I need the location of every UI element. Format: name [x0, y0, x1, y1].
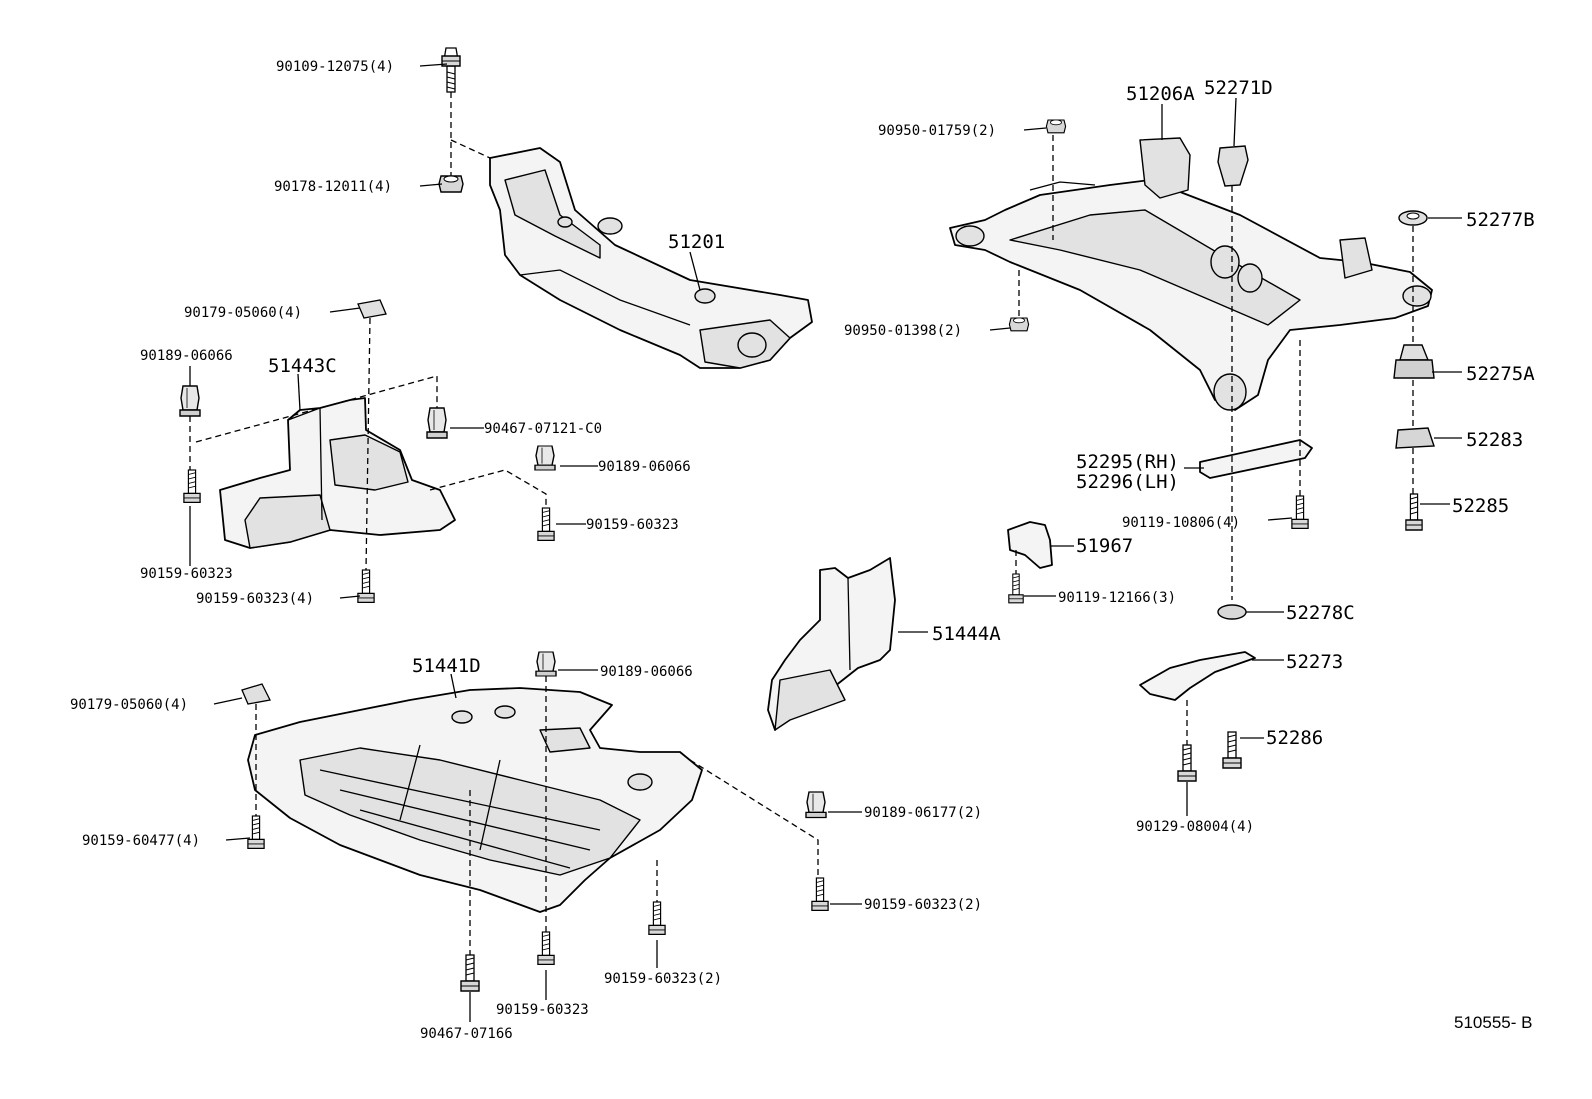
label-90950-01398: 90950-01398(2): [844, 323, 962, 339]
label-90189-06177: 90189-06177(2): [864, 805, 982, 821]
label-90129-08004: 90129-08004(4): [1136, 819, 1254, 835]
cap-90950-01759: [1045, 119, 1067, 134]
label-52278C: 52278C: [1286, 602, 1355, 624]
clip-90189-06066-bot: [535, 651, 557, 677]
label-90189-06066-bot: 90189-06066: [600, 664, 693, 680]
label-90159-60323-mid: 90159-60323: [586, 517, 679, 533]
label-90467-07166: 90467-07166: [420, 1026, 513, 1042]
label-51443C: 51443C: [268, 355, 337, 377]
label-52273: 52273: [1286, 651, 1343, 673]
leader-lines: [189, 63, 1462, 1022]
bolt-90159-60323-2b: [648, 901, 666, 936]
bolt-90159-60323-4: [357, 569, 375, 604]
label-52283: 52283: [1466, 429, 1523, 451]
label-90159-60323-4: 90159-60323(4): [196, 591, 314, 607]
label-90109-12075: 90109-12075(4): [276, 59, 394, 75]
label-90159-60477: 90159-60477(4): [82, 833, 200, 849]
label-90159-60323-2r: 90159-60323(2): [864, 897, 982, 913]
label-52277B: 52277B: [1466, 209, 1535, 231]
bolt-90159-60323-mid: [537, 507, 555, 542]
label-51441D: 51441D: [412, 655, 481, 677]
label-52295: 52295(RH): [1076, 451, 1179, 473]
label-52275A: 52275A: [1466, 363, 1535, 385]
bolt-90159-60323-left: [183, 469, 201, 504]
shield-51443C: [219, 397, 456, 549]
label-52271D: 52271D: [1204, 77, 1273, 99]
label-90159-60323-left: 90159-60323: [140, 566, 233, 582]
stopper-52271D: [1217, 145, 1249, 187]
label-51206A: 51206A: [1126, 83, 1195, 105]
clip-90189-06066-mid: [534, 445, 556, 471]
label-90178-12011: 90178-12011(4): [274, 179, 392, 195]
diagram-reference-code: 510555- B: [1454, 1013, 1532, 1032]
washer-52278C: [1217, 604, 1247, 620]
label-90179-05060-bot: 90179-05060(4): [70, 697, 188, 713]
label-90950-01759: 90950-01759(2): [878, 123, 996, 139]
label-52296: 52296(LH): [1076, 471, 1179, 493]
bracket-51967: [1007, 521, 1053, 569]
clip-90189-06066-left: [179, 385, 201, 417]
cushion-52275A: [1393, 344, 1435, 379]
bolt-90467-07166: [460, 954, 480, 992]
label-51444A: 51444A: [932, 623, 1001, 645]
under-cover-51441D: [247, 687, 703, 913]
cushion-52283: [1395, 427, 1435, 449]
bolt-90159-60323-2r: [811, 877, 829, 912]
label-90159-60323-b: 90159-60323: [496, 1002, 589, 1018]
label-90159-60323-2b: 90159-60323(2): [604, 971, 722, 987]
clip-90467-07121: [426, 407, 448, 439]
bolt-90119-10806: [1291, 495, 1309, 530]
label-52285: 52285: [1452, 495, 1509, 517]
bolt-90159-60323-b: [537, 931, 555, 966]
link-52295: [1199, 439, 1313, 479]
bolt-90119-12166: [1008, 573, 1024, 604]
crossmember-51201: [489, 147, 813, 369]
nut-90179-05060-top: [357, 299, 387, 319]
cap-90950-01398: [1008, 317, 1030, 332]
assembly-lines: [189, 92, 1414, 955]
bolt-90129-08004: [1177, 744, 1197, 782]
crossmember-51206A: [949, 137, 1433, 411]
bolt-52285: [1405, 493, 1423, 531]
label-52286: 52286: [1266, 727, 1323, 749]
label-90467-07121: 90467-07121-C0: [484, 421, 602, 437]
label-90119-12166: 90119-12166(3): [1058, 590, 1176, 606]
bolt-90109-12075: [441, 47, 461, 93]
bolt-52286: [1222, 731, 1242, 769]
nut-90178-12011: [438, 175, 464, 193]
label-51967: 51967: [1076, 535, 1133, 557]
clip-90189-06177: [805, 791, 827, 819]
label-90189-06066-left: 90189-06066: [140, 348, 233, 364]
bolt-90159-60477: [247, 815, 265, 850]
label-51201: 51201: [668, 231, 725, 253]
label-90119-10806: 90119-10806(4): [1122, 515, 1240, 531]
washer-52277B: [1398, 210, 1428, 226]
shield-51444A: [767, 557, 896, 731]
plate-52273: [1139, 651, 1256, 701]
label-90179-05060-top: 90179-05060(4): [184, 305, 302, 321]
nut-90179-05060-bot: [241, 683, 271, 705]
label-90189-06066-mid: 90189-06066: [598, 459, 691, 475]
